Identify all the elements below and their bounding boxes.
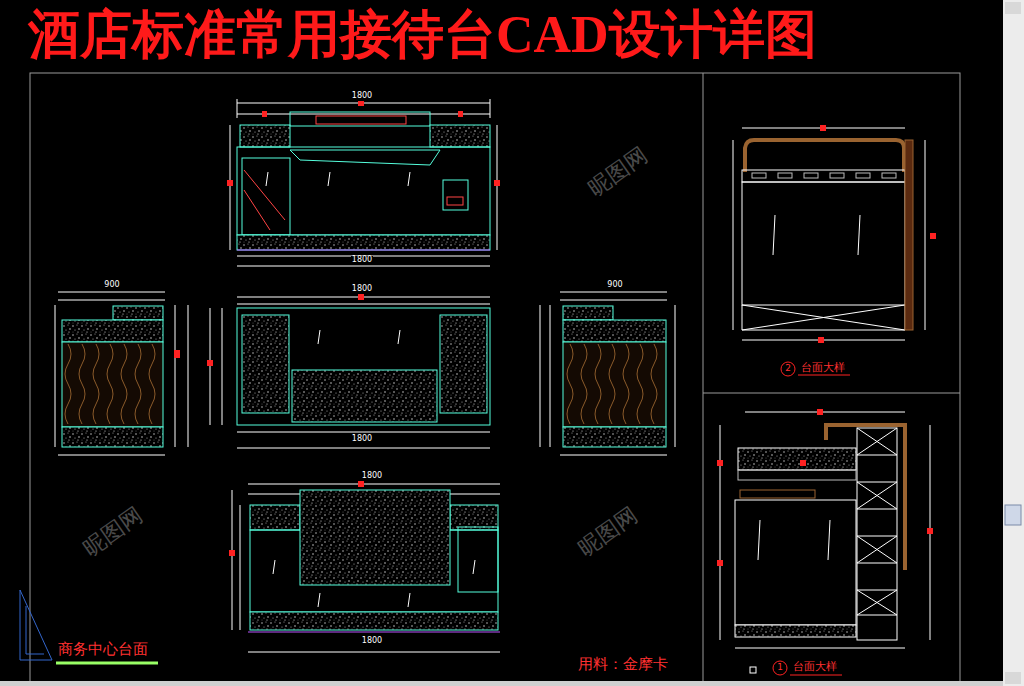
dimension-text: 1800 — [351, 285, 373, 294]
detail-title: 台面大样 — [793, 661, 837, 673]
dimension-text: 1800 — [361, 637, 383, 646]
sheet-label: 商务中心台面 — [58, 641, 148, 658]
material-note: 用料：金摩卡 — [578, 656, 668, 673]
dimension-text: 900 — [103, 281, 120, 290]
watermark: 昵图网 — [79, 503, 147, 561]
detail-title: 台面大样 — [801, 362, 845, 374]
watermark: 昵图网 — [584, 143, 652, 201]
dimension-text: 900 — [606, 281, 623, 290]
callout-number: 2 — [785, 364, 791, 374]
watermark: 昵图网 — [574, 503, 642, 561]
dimension-text: 1800 — [351, 92, 373, 101]
dimension-text: 1800 — [351, 435, 373, 444]
callout-number: 1 — [777, 663, 783, 673]
dimension-text: 1800 — [361, 472, 383, 481]
dimension-text: 1800 — [351, 256, 373, 265]
drawing-title: 酒店标准常用接待台CAD设计详图 — [28, 6, 817, 63]
